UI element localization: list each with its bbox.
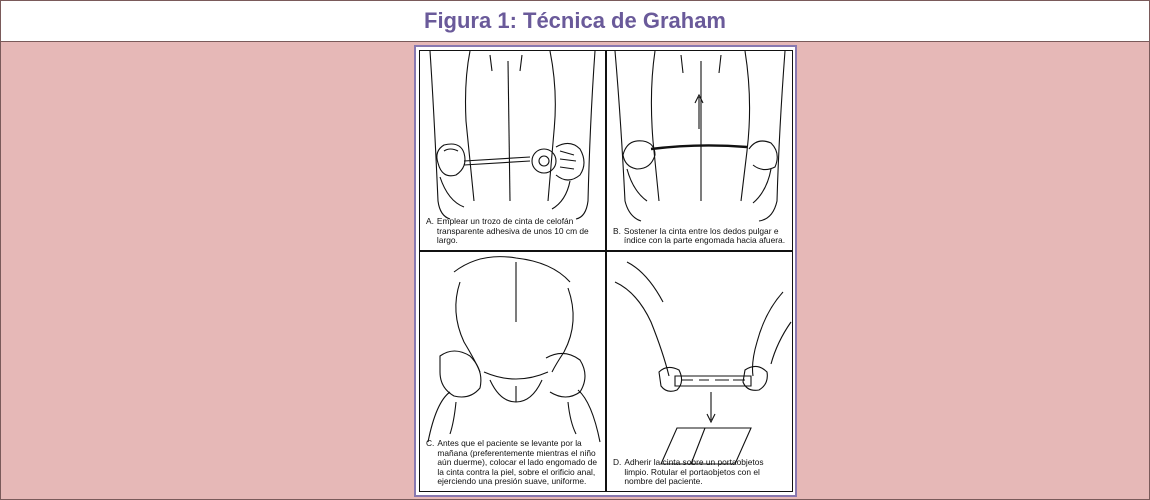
panel-a-caption: A. Emplear un trozo de cinta de celofán …	[426, 216, 599, 246]
panel-b-letter: B.	[613, 225, 621, 236]
panel-d-illustration	[614, 261, 792, 465]
panel-a-letter: A.	[426, 216, 434, 227]
panel-c-text: Antes que el paciente se levante por la …	[437, 438, 598, 487]
panel-c-letter: C.	[426, 438, 435, 449]
figure-title: Figura 1: Técnica de Graham	[424, 8, 726, 33]
panel-a: A. Emplear un trozo de cinta de celofán …	[419, 50, 606, 251]
panel-b: B. Sostener la cinta entre los dedos pul…	[606, 50, 793, 251]
panel-c-illustration	[427, 256, 601, 443]
panel-c: C. Antes que el paciente se levante por …	[419, 251, 606, 492]
panel-c-caption: C. Antes que el paciente se levante por …	[426, 438, 599, 487]
panel-b-caption: B. Sostener la cinta entre los dedos pul…	[613, 225, 786, 246]
panel-d-letter: D.	[613, 457, 622, 468]
panel-b-text: Sostener la cinta entre los dedos pulgar…	[623, 225, 786, 246]
panel-d-text: Adherir la cinta sobre un portaobjetos l…	[624, 457, 764, 487]
title-bar: Figura 1: Técnica de Graham	[1, 1, 1149, 42]
panel-a-illustration	[429, 51, 596, 220]
graham-technique-figure: A. Emplear un trozo de cinta de celofán …	[414, 45, 797, 497]
panel-d-caption: D. Adherir la cinta sobre un portaobjeto…	[613, 457, 786, 487]
panel-a-text: Emplear un trozo de cinta de celofán tra…	[436, 216, 589, 246]
panel-b-illustration	[614, 51, 786, 222]
panel-d: D. Adherir la cinta sobre un portaobjeto…	[606, 251, 793, 492]
